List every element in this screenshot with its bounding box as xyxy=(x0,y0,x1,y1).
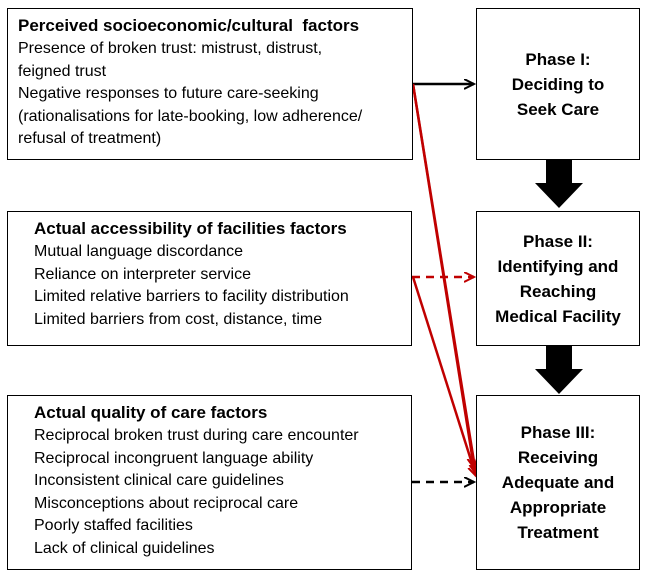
phase-3-label: Phase III: xyxy=(520,423,596,442)
factor-item: Limited relative barriers to facility di… xyxy=(34,288,349,305)
factor-item: Lack of clinical guidelines xyxy=(34,539,215,557)
phase-2-box: Phase II: Identifying and Reaching Medic… xyxy=(476,211,640,346)
factor-item: Limited barriers from cost, distance, ti… xyxy=(34,310,323,328)
quality-factors-list: Reciprocal broken trust during care enco… xyxy=(34,425,401,560)
phase-3-box: Phase III: Receiving Adequate and Approp… xyxy=(476,395,640,570)
socioeconomic-factors-list: Presence of broken trust: mistrust, dist… xyxy=(18,38,402,151)
factor-item: (rationalisations for late-booking, low … xyxy=(18,107,363,125)
accessibility-factors-title: Actual accessibility of facilities facto… xyxy=(34,219,347,238)
accessibility-factors-box: Actual accessibility of facilities facto… xyxy=(7,211,412,346)
phase-1-box: Phase I: Deciding to Seek Care xyxy=(476,8,640,160)
factor-item: Misconceptions about reciprocal care xyxy=(34,494,299,512)
factor-item: Reciprocal broken trust during care enco… xyxy=(34,427,359,444)
quality-factors-box: Actual quality of care factors Reciproca… xyxy=(7,395,412,570)
factor-item: refusal of treatment) xyxy=(18,130,162,147)
phase-3-line: Adequate and xyxy=(501,473,615,492)
arrow-socioeconomic-to-phase-2 xyxy=(411,83,474,468)
quality-factors-title: Actual quality of care factors xyxy=(34,403,268,422)
phase-2-line: Medical Facility xyxy=(495,306,621,326)
socioeconomic-factors-title: Perceived socioeconomic/cultural factors xyxy=(18,16,360,35)
phase-3-line: Treatment xyxy=(517,523,599,542)
accessibility-factors-list: Mutual language discordance Reliance on … xyxy=(34,241,401,331)
flow-arrow-phase-2-to-3 xyxy=(535,346,583,394)
arrow-accessibility-to-phase-3 xyxy=(411,276,476,476)
factor-item: Negative responses to future care-seekin… xyxy=(18,85,319,102)
phase-2-label: Phase II: xyxy=(523,231,593,251)
factor-item: Poorly staffed facilities xyxy=(34,517,193,534)
phase-1-line: Deciding to xyxy=(511,74,605,94)
phase-2-line: Reaching xyxy=(519,281,597,301)
factor-item: Inconsistent clinical care guidelines xyxy=(34,472,284,489)
phase-3-line: Receiving xyxy=(517,448,599,467)
factor-item: Mutual language discordance xyxy=(34,243,244,260)
factor-item: Presence of broken trust: mistrust, dist… xyxy=(18,40,323,57)
phase-1-label: Phase I: xyxy=(525,49,591,69)
phase-3-line: Appropriate xyxy=(509,498,607,517)
factor-item: Reciprocal incongruent language ability xyxy=(34,449,314,467)
factor-item: Reliance on interpreter service xyxy=(34,265,251,283)
socioeconomic-factors-box: Perceived socioeconomic/cultural factors… xyxy=(7,8,413,160)
flow-arrow-phase-1-to-2 xyxy=(535,160,583,208)
phase-2-line: Identifying and xyxy=(497,256,619,276)
factor-item: feigned trust xyxy=(18,62,107,80)
arrow-socioeconomic-to-phase-3 xyxy=(411,83,476,474)
phase-1-line: Seek Care xyxy=(516,99,600,119)
